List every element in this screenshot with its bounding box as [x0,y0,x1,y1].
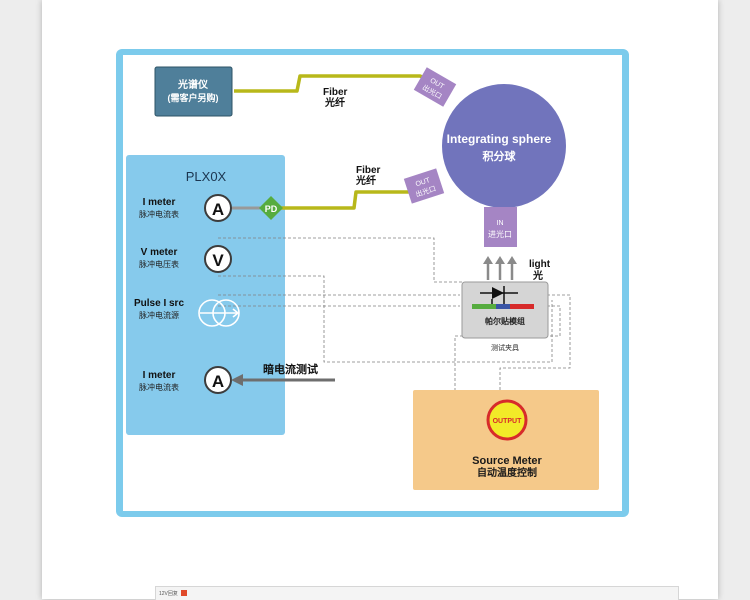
light-label-en: light [529,259,551,270]
fixture-module-label: 帕尔贴模组 [485,316,525,326]
fixture-caption: 测试夹具 [491,343,519,352]
in-port-zh: 进光口 [488,229,512,239]
spectrometer-box [154,66,233,117]
current-source-icon [198,299,240,327]
v-meter-label: V meter [141,247,178,258]
spectrometer-note: (需客户另购) [168,92,219,103]
next-section-tab-label: 12V回复 [159,591,178,597]
fixture-lead-red [510,304,534,309]
out-port-mid-en: OUT [415,177,432,188]
sphere-label-zh: 积分球 [483,149,517,163]
fiber-mid-zh: 光纤 [355,174,376,187]
out-port-top: OUT 出光口 [413,67,457,107]
led-diode-icon [480,286,518,304]
ammeter-symbol-2: A [212,372,224,391]
output-label: OUTPUT [493,418,523,425]
voltmeter-icon [204,245,232,273]
fiber-mid-en: Fiber [356,165,381,176]
page-sheet: PLX0X 光谱仪 (需客户另购) Fiber 光纤 Fiber 光纤 Inte… [42,0,718,600]
pd-badge [259,196,283,220]
fixture-box [461,281,549,339]
i-meter-1-label: I meter [143,197,176,208]
voltmeter-symbol: V [212,251,224,270]
in-port [484,207,517,247]
pd-label: PD [265,204,278,214]
source-meter-sub: 自动温度控制 [477,466,537,479]
output-terminal [486,399,528,441]
i-meter-2-sub: 脉冲电流表 [139,382,179,392]
out-port-mid: OUT 出光口 [403,168,445,204]
close-icon[interactable] [181,590,187,596]
fixture-lead-blue [496,304,510,309]
fiber-top-zh: 光纤 [324,96,345,109]
dark-current-arrow [231,374,335,386]
light-label-zh: 光 [532,269,543,282]
source-meter-label: Source Meter [472,455,542,467]
sphere-label-en: Integrating sphere [447,132,552,146]
ammeter-symbol-1: A [212,200,224,219]
in-port-en: IN [497,220,504,227]
integrating-sphere [442,84,566,208]
pulse-src-label: Pulse I src [134,298,184,309]
dark-current-label: 暗电流测试 [263,362,318,376]
i-meter-2-label: I meter [143,370,176,381]
light-arrows [483,256,517,280]
plx-panel [126,155,285,435]
i-meter-1-sub: 脉冲电流表 [139,209,179,219]
v-meter-sub: 脉冲电压表 [139,259,179,269]
fiber-top-en: Fiber [323,87,348,98]
plx-title: PLX0X [186,169,227,184]
fixture-lead-green [472,304,496,309]
ammeter-icon-1 [204,194,232,222]
spectrometer-label: 光谱仪 [177,78,209,91]
pulse-src-sub: 脉冲电流源 [139,310,179,320]
next-section-frame [155,586,679,600]
setup-diagram: PLX0X 光谱仪 (需客户另购) Fiber 光纤 Fiber 光纤 Inte… [116,49,629,517]
